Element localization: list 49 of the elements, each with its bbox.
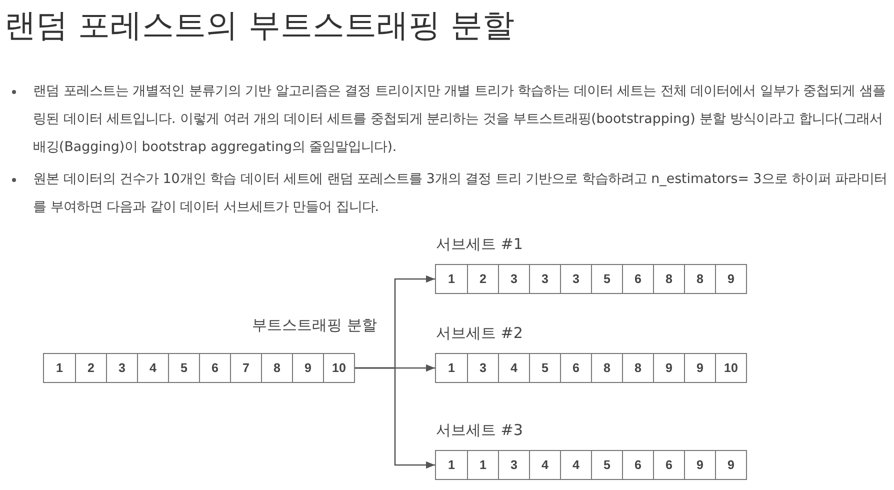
number-cell: 10 (715, 354, 746, 382)
number-cell: 4 (529, 451, 560, 479)
number-cell: 3 (467, 354, 498, 382)
number-cell: 8 (684, 265, 715, 293)
number-cell: 6 (199, 354, 230, 382)
number-cell-text: 1 (447, 457, 456, 474)
number-cell: 6 (622, 265, 653, 293)
number-cell: 3 (560, 265, 591, 293)
number-cell-text: 1 (55, 360, 64, 377)
number-cell: 1 (467, 451, 498, 479)
number-cell: 8 (653, 265, 684, 293)
number-cell: 9 (292, 354, 323, 382)
number-cell: 5 (591, 451, 622, 479)
number-cell: 5 (168, 354, 199, 382)
number-cell: 3 (106, 354, 137, 382)
number-cell: 6 (560, 354, 591, 382)
number-cell: 9 (715, 265, 746, 293)
number-cell: 8 (591, 354, 622, 382)
split-label: 부트스트래핑 분할 (252, 316, 377, 335)
number-cell: 3 (529, 265, 560, 293)
number-cell: 2 (467, 265, 498, 293)
number-cell: 4 (560, 451, 591, 479)
number-cell: 3 (498, 451, 529, 479)
number-cell: 9 (684, 451, 715, 479)
subset-heading: 서브세트 #3 (436, 421, 523, 440)
number-cell: 9 (653, 354, 684, 382)
number-cell: 7 (230, 354, 261, 382)
subset-heading: 서브세트 #2 (436, 324, 523, 343)
number-cell: 10 (323, 354, 354, 382)
arrow (355, 367, 435, 469)
number-cell: 5 (591, 265, 622, 293)
number-cell: 8 (622, 354, 653, 382)
number-cell: 6 (653, 451, 684, 479)
number-array (43, 353, 355, 383)
number-cell: 4 (137, 354, 168, 382)
number-cell: 5 (529, 354, 560, 382)
number-cell: 6 (622, 451, 653, 479)
bullet-text: 원본 데이터의 건수가 10개인 학습 데이터 세트에 랜덤 포레스트를 3개의 결정 트리 기반으로 학습하려고 n_estimators= 3으로 하이퍼 파라미터를 부여하면 다음과 같이 데이터 서브세트가 만들어 집니다. (33, 171, 888, 217)
number-cell: 2 (75, 354, 106, 382)
page-title: 랜덤 포레스트의 부트스트래핑 분할 (4, 5, 515, 46)
bullet-text: 랜덤 포레스트는 개별적인 분류기의 기반 알고리즘은 결정 트리이지만 개별 트리가 학습하는 데이터 세트는 전체 데이터에서 일부가 중첩되게 샘플링된 데이터 세트입니다. 이렇게 여러 개의 데이터 세트를 중첩되게 분리하는 것을 부트스트래핑(bootstrapping) 분할 방식이라고 합니다(그래서 배깅(Bagging)이 bootstrap aggregating의 줄임말입니다). (33, 83, 886, 157)
number-cell: 4 (498, 354, 529, 382)
number-cell-text: 1 (447, 360, 456, 377)
subset-heading: 서브세트 #1 (436, 235, 523, 254)
number-cell: 9 (684, 354, 715, 382)
number-cell: 3 (498, 265, 529, 293)
number-cell-text: 1 (447, 271, 456, 288)
number-cell: 9 (715, 451, 746, 479)
number-cell: 8 (261, 354, 292, 382)
